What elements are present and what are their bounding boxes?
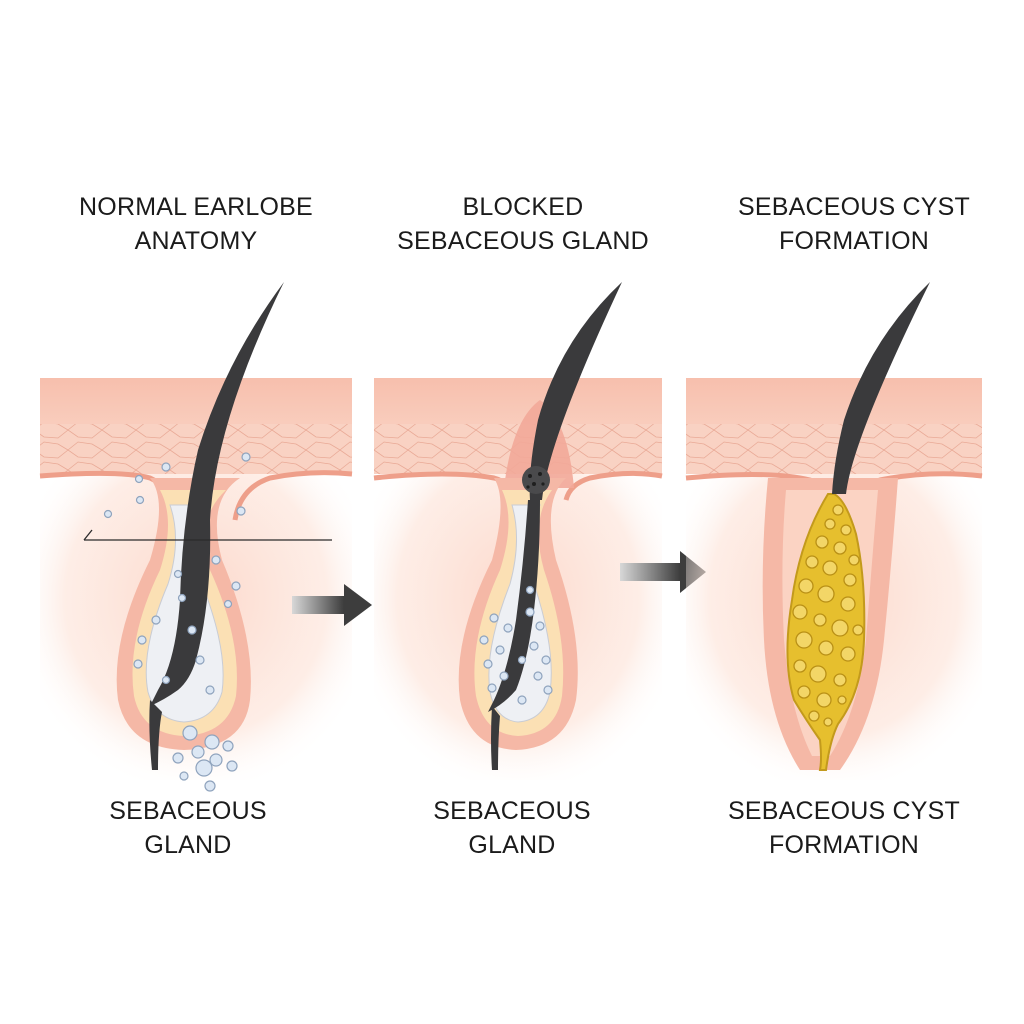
panel-3-caption-line-2: FORMATION — [769, 831, 919, 859]
panel-2-blocked — [373, 282, 663, 780]
panel-2-caption-line-1: SEBACEOUS — [433, 797, 591, 825]
panel-2-title: BLOCKED SEBACEOUS GLAND — [378, 190, 668, 258]
panel-1-normal — [39, 282, 353, 792]
panel-3-cyst — [685, 282, 983, 780]
panel-1-caption-line-2: GLAND — [144, 831, 232, 859]
panel-3-title-line-1: SEBACEOUS CYST — [737, 193, 971, 221]
panel-1-title-line-1: NORMAL EARLOBE — [79, 193, 313, 221]
panel-1-sebum-bubbles — [103, 452, 251, 792]
panel-3-caption-line-1: SEBACEOUS CYST — [727, 797, 961, 825]
panel-1-caption-line-1: SEBACEOUS — [109, 797, 267, 825]
panel-3-title: SEBACEOUS CYST FORMATION — [716, 190, 992, 258]
panel-1-title-line-2: ANATOMY — [134, 227, 258, 255]
panel-2-plug — [522, 466, 550, 494]
panel-2-title-line-1: BLOCKED — [462, 193, 584, 221]
panel-1-caption: SEBACEOUS GLAND — [78, 794, 298, 862]
panel-3-hair-shaft — [832, 282, 930, 494]
panel-3-title-line-2: FORMATION — [779, 227, 929, 255]
panel-2-hair-lower — [488, 500, 540, 712]
panel-1-title: NORMAL EARLOBE ANATOMY — [56, 190, 336, 258]
panel-3-epidermis — [686, 378, 982, 426]
panel-1-hair-root — [149, 700, 162, 770]
panel-2-title-line-2: SEBACEOUS GLAND — [397, 227, 649, 255]
panel-3-caption: SEBACEOUS CYST FORMATION — [716, 794, 972, 862]
panel-2-caption-line-2: GLAND — [468, 831, 556, 859]
panel-2-caption: SEBACEOUS GLAND — [402, 794, 622, 862]
panel-1-epidermis — [40, 378, 352, 426]
panel-2-hair-shaft — [529, 282, 622, 500]
right-arrow-icon — [292, 584, 372, 626]
panel-2-epidermis — [374, 378, 662, 426]
panel-3-lipid-droplets — [792, 504, 864, 727]
panel-2-sebum-bubbles — [479, 585, 553, 705]
